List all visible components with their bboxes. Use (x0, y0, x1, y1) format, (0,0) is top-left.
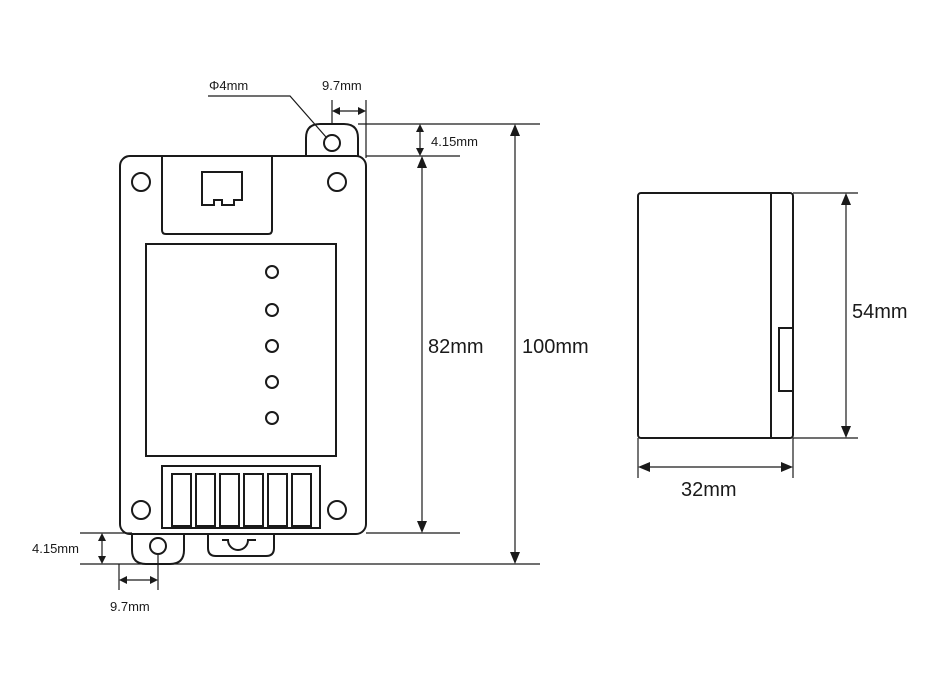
hole-diameter-leader (208, 95, 327, 138)
led-indicators (265, 265, 279, 425)
corner-hole-bottom-right (327, 500, 347, 520)
connector-socket (201, 171, 243, 206)
arrow-head (98, 556, 106, 564)
bottom-clip (207, 532, 275, 557)
side-view (637, 192, 794, 439)
bottom-mounting-hole (149, 537, 167, 555)
front-view (119, 123, 367, 565)
terminal-slot (219, 473, 240, 527)
arrow-head (841, 193, 851, 205)
body-height-label: 82mm (428, 336, 484, 358)
top-mounting-tab (305, 123, 359, 159)
side-height-label: 54mm (852, 301, 908, 323)
led-indicator (265, 339, 279, 353)
arrow-head (510, 124, 520, 136)
arrow-head (98, 533, 106, 541)
corner-hole-top-right (327, 172, 347, 192)
arrow-head (841, 426, 851, 438)
terminal-slots (171, 473, 312, 527)
total-height-label: 100mm (522, 336, 589, 358)
corner-hole-top-left (131, 172, 151, 192)
front-dimensions: Φ4mm 9.7mm 4.15mm 82mm 100mm 4.15mm (32, 78, 589, 614)
terminal-slot (291, 473, 312, 527)
led-indicator (265, 375, 279, 389)
terminal-slot (267, 473, 288, 527)
arrow-head (510, 552, 520, 564)
tab-width-bottom-label: 9.7mm (110, 599, 150, 614)
arrow-head (781, 462, 793, 472)
clip-notch (222, 539, 256, 551)
terminal-slot (195, 473, 216, 527)
terminal-block (161, 465, 321, 529)
tab-width-top-label: 9.7mm (322, 78, 362, 93)
corner-hole-bottom-left (131, 500, 151, 520)
side-dimensions: 54mm 32mm (637, 192, 908, 501)
side-body (637, 192, 794, 439)
arrow-head (416, 124, 424, 132)
side-depth-label: 32mm (681, 479, 737, 501)
led-indicator (265, 411, 279, 425)
top-mounting-hole (323, 134, 341, 152)
tab-height-top-label: 4.15mm (431, 134, 478, 149)
module-board (119, 155, 367, 535)
side-clip (778, 327, 794, 392)
arrow-head (417, 521, 427, 533)
terminal-slot (243, 473, 264, 527)
connector-housing (161, 156, 273, 235)
arrow-head (638, 462, 650, 472)
arrow-head (332, 107, 340, 115)
hole-diameter-label: Φ4mm (209, 78, 248, 93)
led-indicator (265, 265, 279, 279)
arrow-head (119, 576, 127, 584)
arrow-head (416, 148, 424, 156)
arrow-head (358, 107, 366, 115)
tab-height-bottom-label: 4.15mm (32, 541, 79, 556)
relay-cover (145, 243, 337, 457)
led-indicator (265, 303, 279, 317)
arrow-head (417, 156, 427, 168)
arrow-head (150, 576, 158, 584)
terminal-slot (171, 473, 192, 527)
